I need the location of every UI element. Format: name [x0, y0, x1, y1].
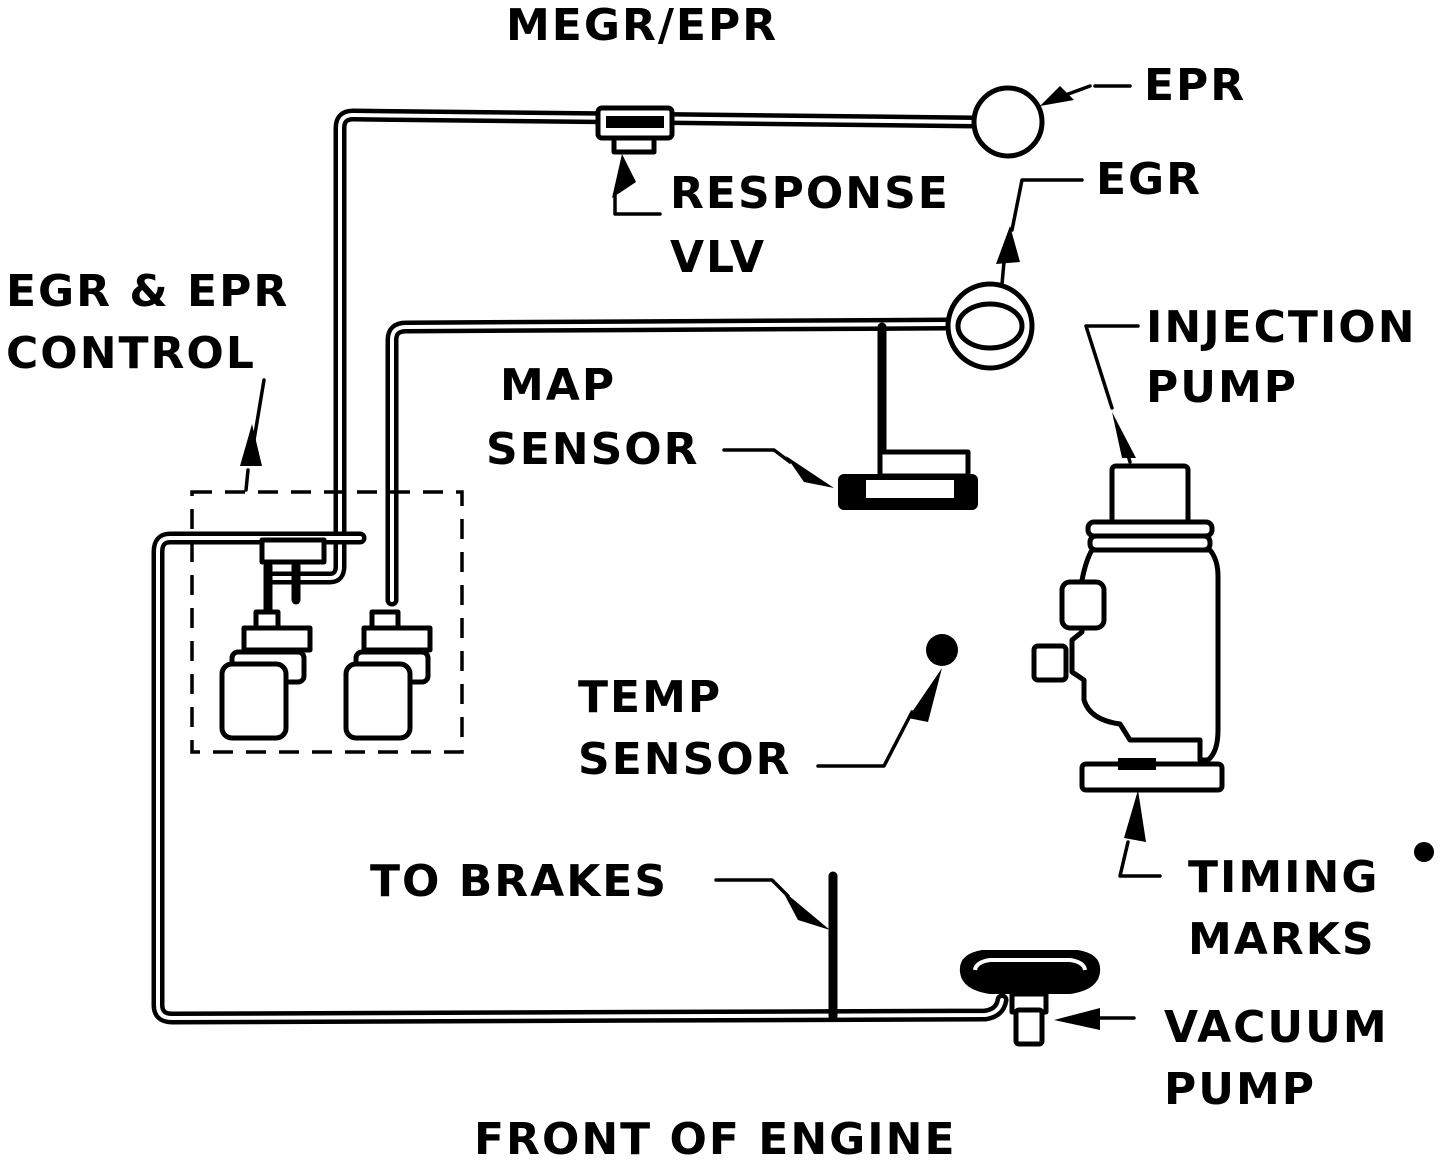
- temp-sensor-label-line2: SENSOR: [578, 734, 792, 785]
- temp-sensor: [926, 634, 958, 666]
- injection-pump-label-line1: INJECTION: [1146, 302, 1417, 353]
- megr-epr-label: MEGR/EPR: [506, 0, 779, 51]
- response-valve-label-line1: RESPONSE: [670, 168, 950, 219]
- response-valve: [595, 105, 675, 155]
- timing-dot: [1414, 842, 1434, 862]
- solenoid-right: [343, 609, 433, 741]
- to-brakes-label: TO BRAKES: [370, 856, 669, 907]
- injection-pump: [1031, 463, 1225, 793]
- injection-pump-label-line2: PUMP: [1146, 362, 1299, 413]
- epr-label: EPR: [1144, 60, 1247, 111]
- vacuum-pump: [959, 950, 1101, 1047]
- vacuum-pump-label-line2: PUMP: [1164, 1064, 1317, 1115]
- egr-label: EGR: [1096, 154, 1203, 205]
- egr-epr-control-unit: [190, 490, 464, 754]
- front-of-engine-label: FRONT OF ENGINE: [474, 1114, 957, 1165]
- map-sensor-label-line1: MAP: [500, 360, 617, 411]
- egr-epr-control-label-line2: CONTROL: [6, 328, 256, 379]
- epr-valve: [971, 85, 1045, 159]
- timing-marks-label-line2: MARKS: [1188, 914, 1376, 965]
- timing-marks-label-line1: TIMING: [1188, 852, 1380, 903]
- temp-sensor-label-line1: TEMP: [578, 672, 723, 723]
- map-sensor: [838, 449, 978, 510]
- map-sensor-label-line2: SENSOR: [486, 424, 700, 475]
- response-valve-label-line2: VLV: [670, 232, 767, 283]
- hoses: [151, 108, 1009, 1025]
- control-unit-dashed-outline: [190, 490, 464, 754]
- leader-lines: [240, 84, 1162, 1030]
- egr-epr-control-label-line1: EGR & EPR: [6, 266, 290, 317]
- vacuum-pump-label-line1: VACUUM: [1164, 1002, 1389, 1053]
- solenoid-left: [219, 537, 327, 741]
- egr-valve: [945, 281, 1035, 371]
